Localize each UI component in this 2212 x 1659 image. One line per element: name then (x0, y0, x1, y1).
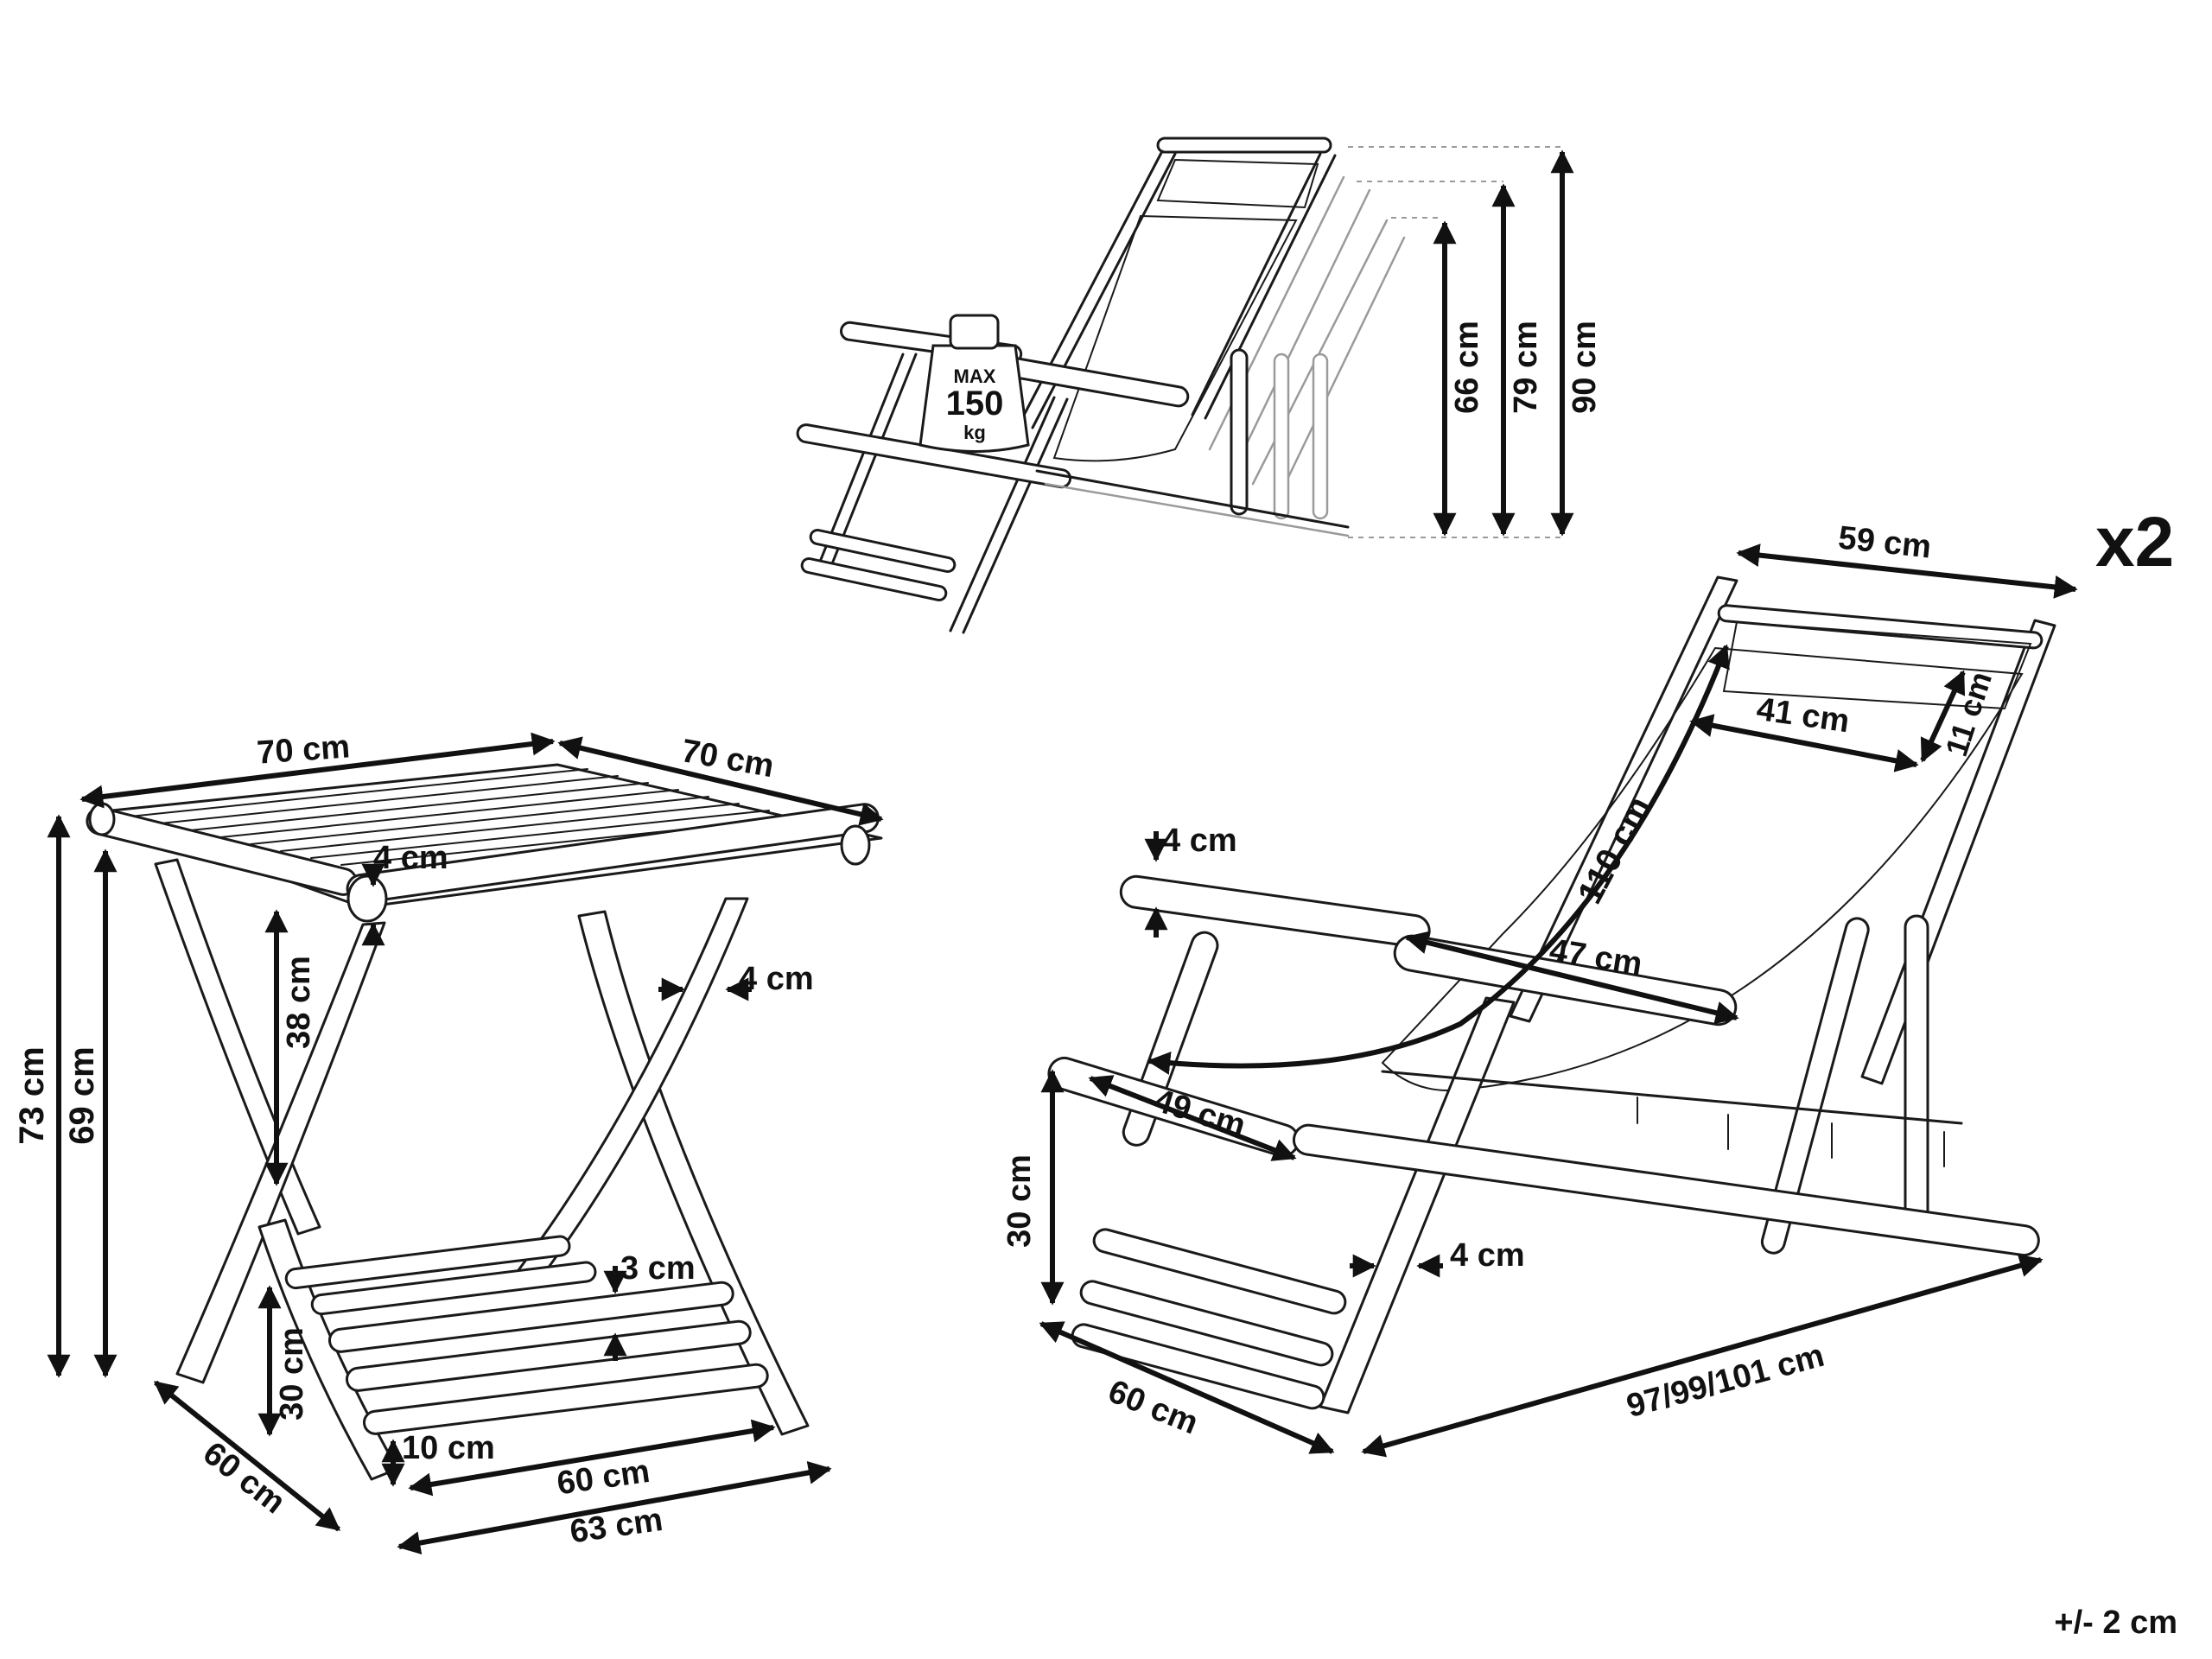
table-base-depth-line (153, 1380, 341, 1532)
height-66-label: 66 cm (1449, 321, 1485, 414)
chair-seat-height-label: 30 cm (1001, 1154, 1038, 1248)
tolerance-label: +/- 2 cm (2054, 1605, 2177, 1641)
weight-max-label: MAX (954, 365, 996, 387)
chair-drawing (1047, 575, 2056, 1414)
chair-depth-line (1039, 1321, 1335, 1454)
chair-length-line (1361, 1254, 2044, 1458)
table-top-thickness-label: 4 cm (373, 840, 448, 876)
table-base-width-label: 63 cm (568, 1502, 665, 1551)
table-total-height-label: 73 cm (13, 1046, 51, 1144)
chair-top-width-line (1736, 543, 2078, 599)
chair-depth-label: 60 cm (1103, 1373, 1204, 1441)
table-dimensions: 70 cm 70 cm 4 cm 38 cm 4 cm 73 cm 69 cm … (13, 728, 884, 1554)
height-79-label: 79 cm (1508, 321, 1544, 414)
table-top-height-label: 69 cm (63, 1046, 101, 1144)
table-foot-height-label: 10 cm (402, 1430, 495, 1466)
chair-leg-diameter-label: 4 cm (1450, 1237, 1525, 1274)
table-apron-label: 38 cm (281, 956, 317, 1049)
chair-top-width-label: 59 cm (1836, 520, 1933, 566)
table-leg-diameter-label: 4 cm (739, 961, 814, 997)
table-width-line (79, 732, 556, 809)
table-drawing (86, 763, 883, 1481)
table-shelf-height-label: 30 cm (274, 1327, 310, 1421)
chair-headrest-height-line (1920, 670, 1966, 763)
chair-sling-length-label: 110 cm (1571, 791, 1659, 911)
weight-value-label: 150 (946, 385, 1004, 423)
table-shelf-thickness-label: 3 cm (620, 1250, 696, 1287)
reclined-chair-drawing (796, 137, 1406, 634)
height-90-label: 90 cm (1567, 321, 1603, 414)
reclined-height-dimensions: 66 cm 79 cm 90 cm (1348, 146, 1603, 538)
quantity-label: x2 (2095, 503, 2174, 582)
table-depth-line (557, 736, 884, 826)
chair-armrest-thickness-label: 4 cm (1162, 823, 1237, 859)
table-base-width-line (397, 1461, 832, 1554)
weight-limit-badge: MAX 150 kg (918, 314, 1030, 453)
chair-seat-depth-line (1088, 1075, 1297, 1161)
weight-unit-label: kg (963, 422, 986, 443)
table-width-label: 70 cm (256, 728, 351, 771)
chair-seat-depth-label: 49 cm (1150, 1083, 1249, 1145)
chair-arm-length-line (1404, 931, 1739, 1025)
